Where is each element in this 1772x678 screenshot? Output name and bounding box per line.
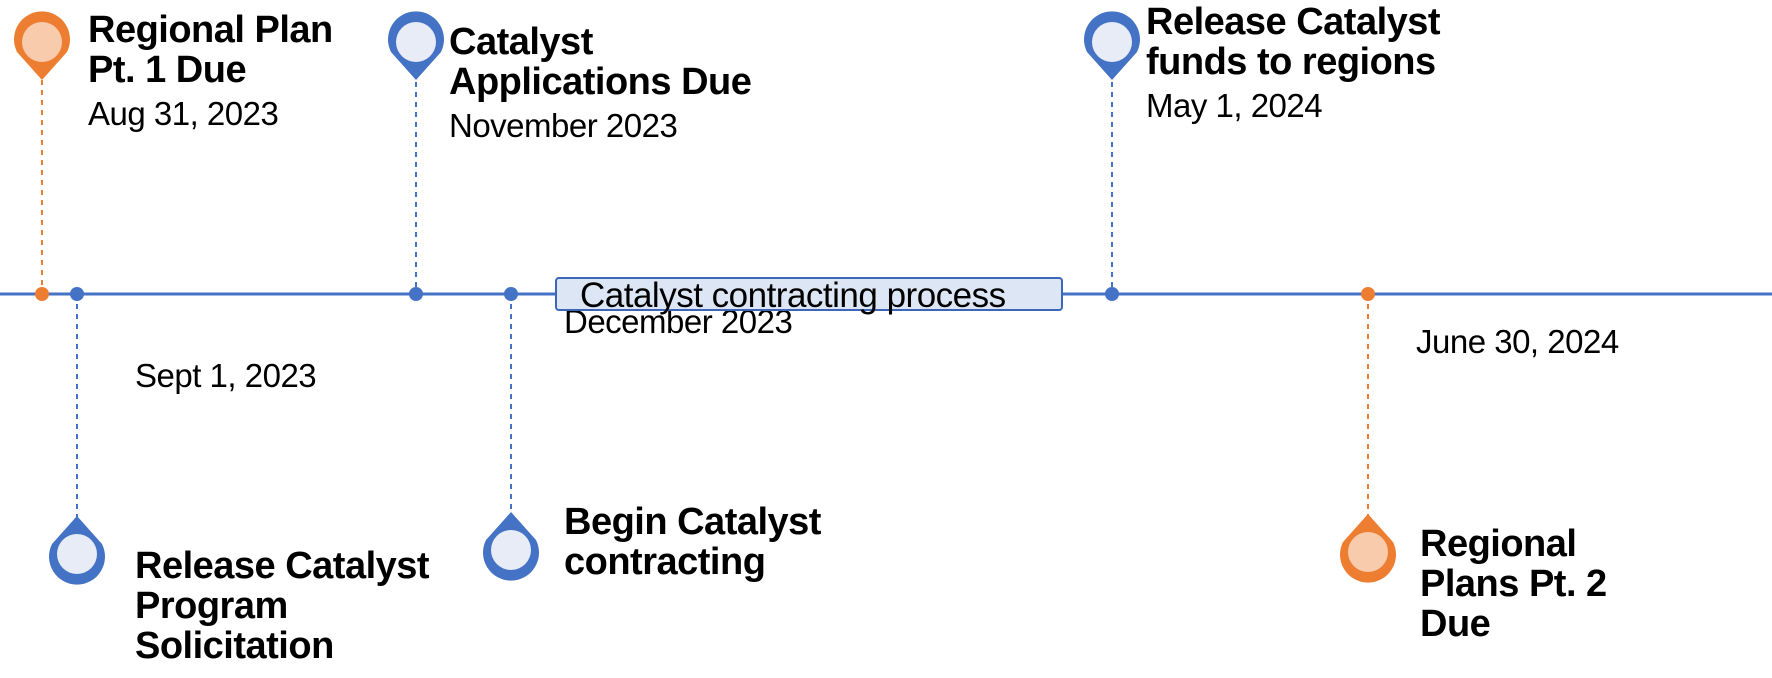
axis-dot-m1 bbox=[35, 287, 49, 301]
milestone-title-line: Solicitation bbox=[135, 625, 334, 667]
milestone-title-m5: Release Catalyst funds to regions bbox=[1146, 1, 1441, 83]
milestone-date-m2: Sept 1, 2023 bbox=[135, 357, 317, 394]
milestone-title-line: Begin Catalyst bbox=[564, 501, 821, 543]
pin-icon-m3 bbox=[388, 11, 444, 81]
pin-icon-m1 bbox=[14, 11, 71, 80]
milestone-title-line: Plans Pt. 2 bbox=[1420, 563, 1607, 605]
milestone-title-line: contracting bbox=[564, 541, 766, 583]
milestone-title-m6: Regional Plans Pt. 2 Due bbox=[1420, 524, 1607, 644]
milestone-title-line: Regional Plan bbox=[88, 9, 333, 51]
pin-icon-m6 bbox=[1340, 514, 1397, 583]
milestone-date-m6: June 30, 2024 bbox=[1416, 323, 1619, 360]
pin-icon-m5 bbox=[1084, 11, 1140, 80]
axis-dot-m3 bbox=[409, 287, 423, 301]
process-bar-label: Catalyst contracting process bbox=[580, 276, 1006, 315]
axis-dot-m4 bbox=[504, 287, 518, 301]
milestone-title-m2: Release Catalyst Program Solicitation bbox=[135, 545, 430, 667]
milestone-title-m3: Catalyst Applications Due bbox=[449, 21, 752, 103]
milestone-date-m5: May 1, 2024 bbox=[1146, 87, 1323, 124]
milestone-title-line: Release Catalyst bbox=[1146, 1, 1441, 43]
milestone-title-m1: Regional Plan Pt. 1 Due bbox=[88, 10, 333, 90]
milestone-title-m4: Begin Catalyst contracting bbox=[564, 502, 821, 582]
pin-icon-m4 bbox=[483, 512, 539, 581]
milestone-title-line: funds to regions bbox=[1146, 41, 1436, 83]
axis-dot-m6 bbox=[1361, 287, 1375, 301]
milestone-title-line: Pt. 1 Due bbox=[88, 49, 247, 91]
milestone-date-m1: Aug 31, 2023 bbox=[88, 95, 279, 132]
milestone-date-m3: November 2023 bbox=[449, 107, 678, 144]
milestone-title-line: Release Catalyst bbox=[135, 545, 430, 587]
milestone-title-line: Regional bbox=[1420, 523, 1577, 565]
milestone-title-line: Catalyst bbox=[449, 21, 593, 63]
milestone-title-line: Program bbox=[135, 585, 288, 627]
milestone-title-line: Due bbox=[1420, 603, 1491, 645]
pin-icon-m2 bbox=[49, 516, 105, 585]
axis-dot-m2 bbox=[70, 287, 84, 301]
milestone-title-line: Applications Due bbox=[449, 61, 752, 103]
axis-dot-m5 bbox=[1105, 287, 1119, 301]
process-bar bbox=[555, 277, 1063, 311]
